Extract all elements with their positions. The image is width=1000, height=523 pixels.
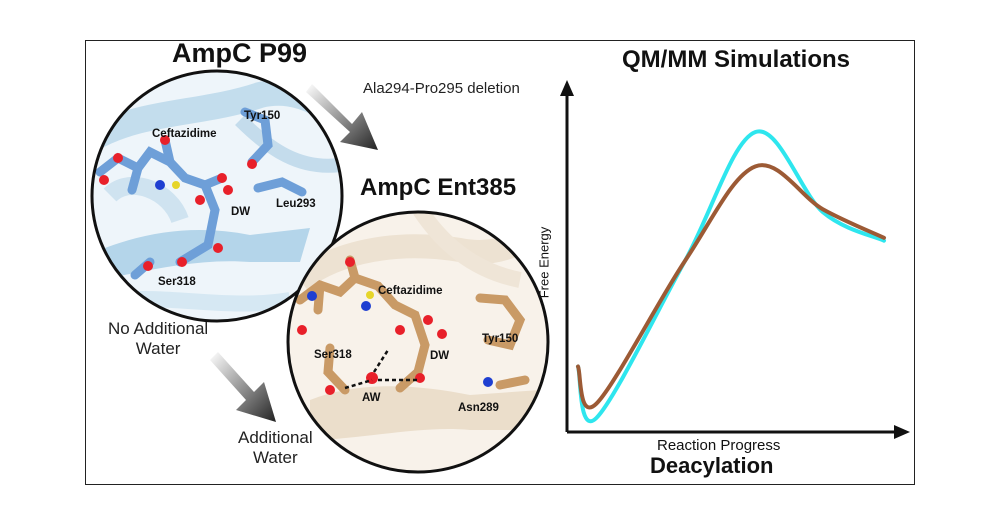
ent-aw-label: AW	[362, 392, 381, 404]
chart-caption: Deacylation	[650, 453, 774, 478]
deletion-label: Ala294-Pro295 deletion	[363, 80, 520, 97]
x-axis	[567, 425, 910, 439]
figure-frame	[85, 40, 915, 485]
ent-asn289-label: Asn289	[458, 402, 499, 414]
y-axis	[560, 80, 574, 432]
chart-xlabel: Reaction Progress	[657, 437, 781, 454]
energy-curve-2	[576, 163, 886, 410]
ent-ser318-label: Ser318	[314, 349, 352, 361]
p99-dw-label: DW	[231, 206, 251, 218]
ent-ceftazidime-label: Ceftazidime	[378, 285, 443, 297]
additional-water-label: Additional Water	[238, 428, 313, 467]
water-arrow	[210, 352, 276, 422]
p99-ceftazidime-label: Ceftazidime	[152, 128, 217, 140]
p99-leu293-label: Leu293	[276, 198, 316, 210]
p99-ser318-label: Ser318	[158, 276, 196, 288]
ent-tyr150-label: Tyr150	[482, 333, 519, 345]
series-layer	[576, 129, 886, 424]
ampc-p99-structure	[90, 69, 344, 323]
ent385-title: AmpC Ent385	[360, 174, 517, 201]
p99-title: AmpC P99	[172, 38, 308, 68]
p99-tyr150-label: Tyr150	[244, 110, 281, 122]
no-additional-water-label: No Additional Water	[108, 319, 209, 358]
chart-title: QM/MM Simulations	[622, 46, 850, 73]
ampc-ent385-structure	[286, 210, 550, 474]
ent-dw-label: DW	[430, 350, 450, 362]
free-energy-chart	[560, 80, 910, 439]
energy-curve-1	[576, 129, 886, 424]
deletion-arrow	[306, 84, 378, 150]
chart-ylabel: Free Energy	[536, 226, 552, 299]
